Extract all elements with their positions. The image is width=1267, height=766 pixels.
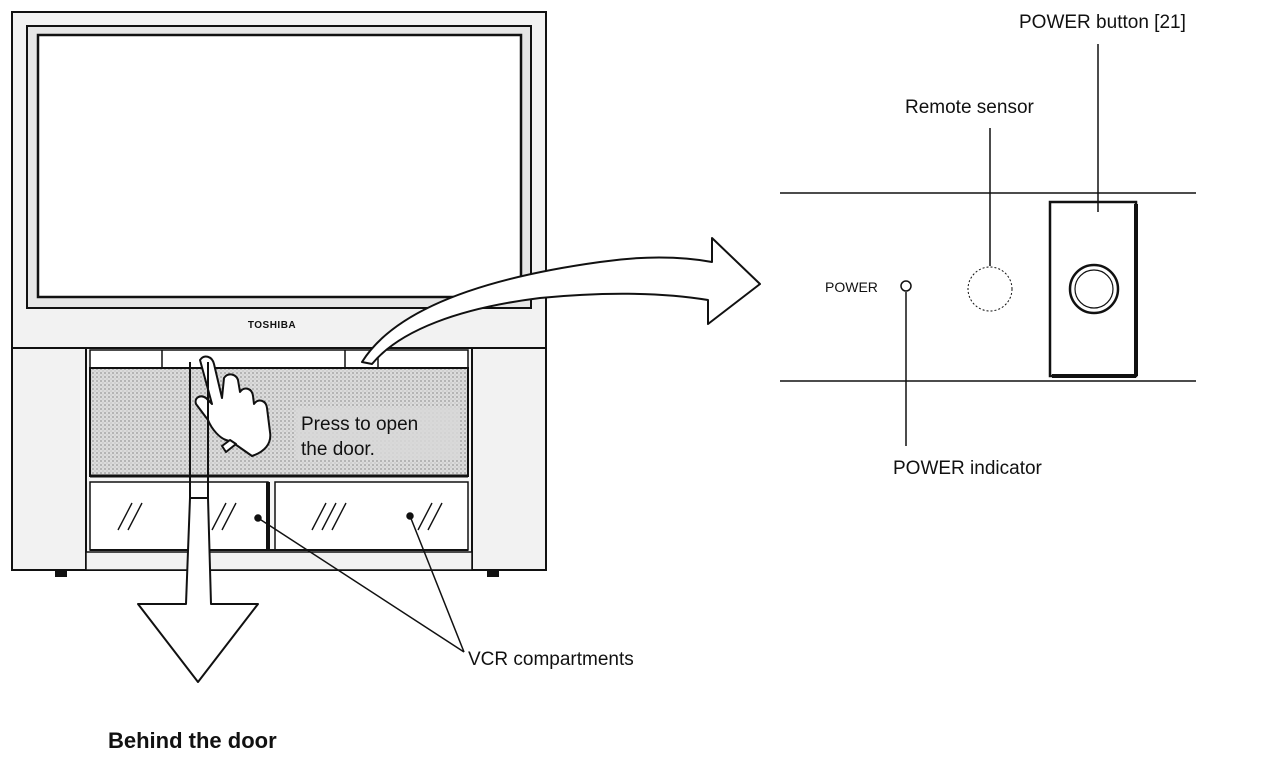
control-panel-detail [780,44,1196,446]
tv-set [11,11,547,577]
vcr-compartment-right [274,481,469,551]
tv-screen [36,33,523,299]
power-button-label: POWER button [21] [1019,12,1186,33]
left-foot [55,569,67,577]
power-button-icon[interactable] [1068,263,1120,315]
left-speaker-column [11,347,87,571]
brand-logo: TOSHIBA [248,320,296,331]
vcr-compartments-label: VCR compartments [468,649,634,670]
vcr-compartment-left [89,481,269,551]
behind-door-arrow [137,497,259,683]
right-foot [487,569,499,577]
power-small-label: POWER [825,279,878,295]
right-speaker-column [471,347,547,571]
power-indicator-label: POWER indicator [893,458,1043,479]
behind-the-door-label: Behind the door [108,728,277,753]
remote-sensor-icon [967,266,1013,312]
cabinet-base-strip [85,551,473,571]
press-to-open-label: Press to open [301,414,418,435]
remote-sensor-label: Remote sensor [905,97,1035,118]
door-top-strip [89,349,469,369]
press-to-open-label-line2: the door. [301,439,375,460]
power-led-icon [900,280,912,292]
zoom-arrow [361,237,761,365]
